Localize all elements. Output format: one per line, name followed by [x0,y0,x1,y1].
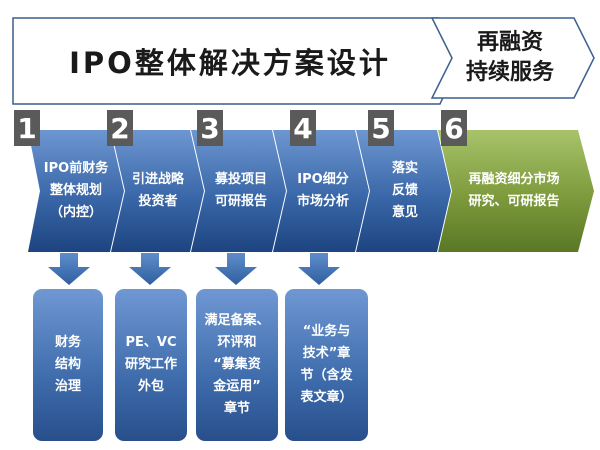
step-number-6: 6 [441,110,467,146]
box-2-line-3: 外包 [137,379,164,394]
header-side-line-2: 持续服务 [465,60,554,85]
down-arrow-1 [48,253,90,285]
step-3-line-1: 募投项目 [214,172,267,187]
step-chevron-4 [273,130,369,252]
step-chevron-3 [191,130,286,252]
box-3-line-3: “募集资 [213,357,261,372]
step-6-line-1: 再融资细分市场 [468,172,560,187]
step-number-4: 4 [290,110,316,146]
step-6-line-2: 研究、可研报告 [468,194,560,209]
header-side-chevron [430,17,595,99]
detail-box-text-3: 满足备案、 环评和 “募集资 金运用” 章节 [196,289,278,441]
detail-box-text-4: “业务与 技术”章 节（含发 表文章） [285,289,368,441]
step-number-3: 3 [197,110,223,146]
box-4-line-4: 表文章） [300,390,353,405]
step-label-3: 募投项目 可研报告 [202,138,280,244]
header-title: IPO整体解决方案设计 [20,22,440,100]
detail-box-4 [285,289,368,441]
detail-box-1 [33,289,103,441]
box-2-line-1: PE、VC [125,335,177,350]
detail-box-3 [196,289,278,441]
down-arrow-3 [215,253,257,285]
down-arrow-2 [129,253,171,285]
step-4-line-1: IPO细分 [297,172,349,187]
box-4-line-1: “业务与 [302,324,351,339]
step-number-5: 5 [368,110,394,146]
step-1-line-2: 整体规划 [49,183,102,198]
step-label-2: 引进战略 投资者 [119,138,197,244]
step-3-line-2: 可研报告 [214,194,267,209]
step-chevron-5 [356,130,451,252]
step-5-line-2: 反馈 [391,183,418,198]
down-arrow-4 [298,253,340,285]
detail-box-text-2: PE、VC 研究工作 外包 [115,289,187,441]
step-1-line-3: （内控） [49,205,102,220]
box-1-line-3: 治理 [54,379,81,394]
step-chevron-2 [111,130,204,252]
box-2-line-2: 研究工作 [124,357,177,372]
step-number-2: 2 [107,110,133,146]
step-chevron-1 [28,130,124,252]
header-side-line-1: 再融资 [476,30,543,55]
box-1-line-2: 结构 [54,357,81,372]
box-3-line-1: 满足备案、 [204,313,270,328]
step-label-1: IPO前财务 整体规划 （内控） [36,138,116,244]
step-2-line-2: 投资者 [138,194,178,209]
box-3-line-2: 环评和 [217,335,257,350]
step-label-5: 落实 反馈 意见 [372,138,438,244]
box-3-line-5: 章节 [223,401,250,416]
step-5-line-1: 落实 [391,161,418,176]
step-1-line-1: IPO前财务 [43,161,109,176]
box-4-line-3: 节（含发 [300,368,353,383]
step-4-line-2: 市场分析 [296,194,349,209]
detail-box-2 [115,289,187,441]
header-title-text: IPO整体解决方案设计 [69,46,391,80]
detail-box-text-1: 财务 结构 治理 [33,289,103,441]
step-2-line-1: 引进战略 [131,172,184,187]
step-5-line-3: 意见 [391,205,418,220]
header-side-text: 再融资 持续服务 [450,22,570,94]
box-3-line-4: 金运用” [213,379,261,394]
step-number-1: 1 [14,110,40,146]
step-label-6: 再融资细分市场 研究、可研报告 [448,138,580,244]
box-1-line-1: 财务 [54,335,81,350]
step-label-4: IPO细分 市场分析 [284,138,362,244]
box-4-line-2: 技术”章 [302,346,351,361]
step-chevron-6 [438,130,594,252]
